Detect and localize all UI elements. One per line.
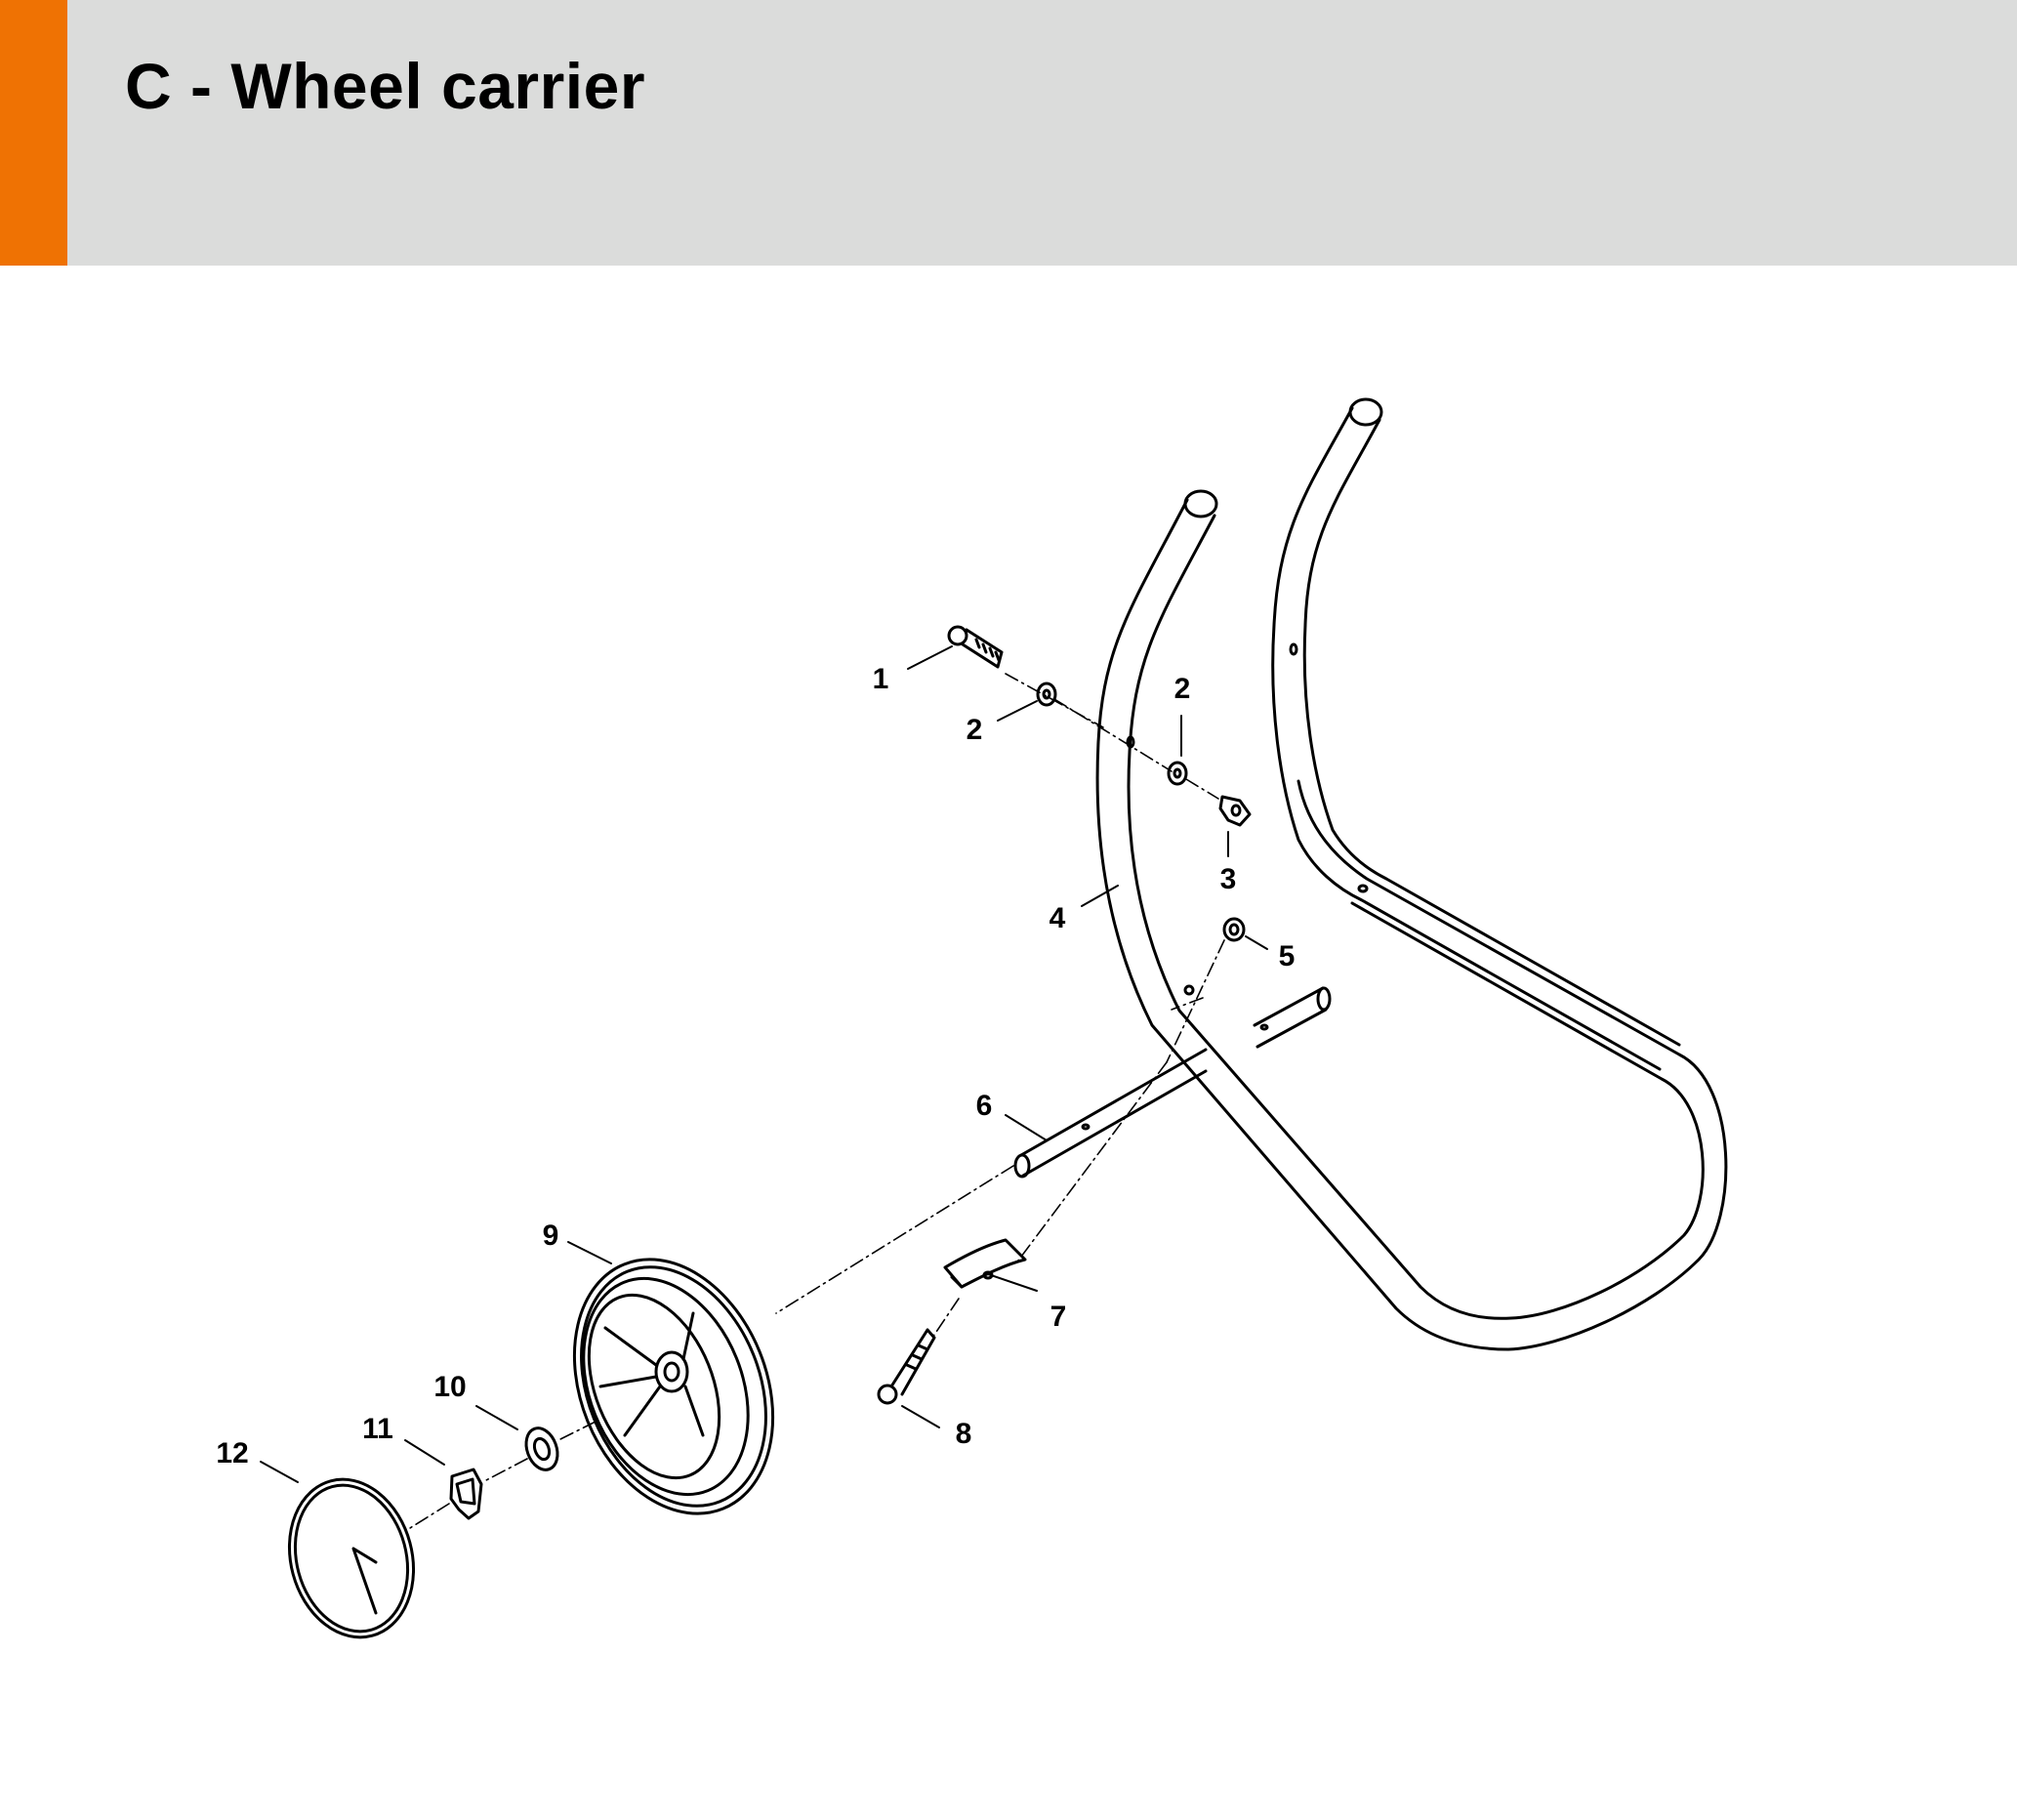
callout-9: 9 — [543, 1220, 559, 1252]
callout-6: 6 — [976, 1090, 993, 1122]
header-bar: C - Wheel carrier — [0, 0, 2017, 266]
accent-stripe — [0, 0, 67, 266]
callout-10: 10 — [433, 1371, 466, 1403]
callout-8: 8 — [956, 1418, 972, 1450]
washer-part-2b — [1167, 761, 1188, 786]
clamp-part-7 — [943, 1238, 1027, 1289]
assembly-lines — [409, 673, 1225, 1529]
page-title: C - Wheel carrier — [125, 50, 646, 122]
callout-4: 4 — [1050, 902, 1066, 934]
wheel-carrier-frame-part — [1095, 397, 1728, 1351]
callout-11: 11 — [362, 1413, 393, 1445]
callout-5: 5 — [1279, 940, 1296, 972]
hub-cap-part-12 — [287, 1477, 416, 1639]
callout-3: 3 — [1220, 863, 1237, 895]
bolt-part-1 — [947, 625, 1004, 669]
callout-2b: 2 — [1174, 673, 1191, 705]
washer-part-2a — [1036, 682, 1057, 707]
callout-12: 12 — [216, 1437, 248, 1469]
retaining-clip-part-11 — [449, 1468, 483, 1520]
wheel-part-9 — [572, 1258, 775, 1515]
callout-labels: 1 2 2 3 4 5 6 7 8 9 10 11 12 — [216, 663, 1295, 1469]
washer-part-10 — [524, 1427, 559, 1471]
axle-part — [1013, 986, 1332, 1179]
callout-7: 7 — [1050, 1301, 1067, 1333]
callout-2a: 2 — [967, 714, 983, 746]
bolt-part-8 — [877, 1328, 936, 1405]
nut-part-5 — [1222, 917, 1246, 942]
callout-1: 1 — [873, 663, 889, 695]
square-nut-part-3 — [1218, 795, 1252, 827]
leader-lines — [260, 645, 1268, 1483]
